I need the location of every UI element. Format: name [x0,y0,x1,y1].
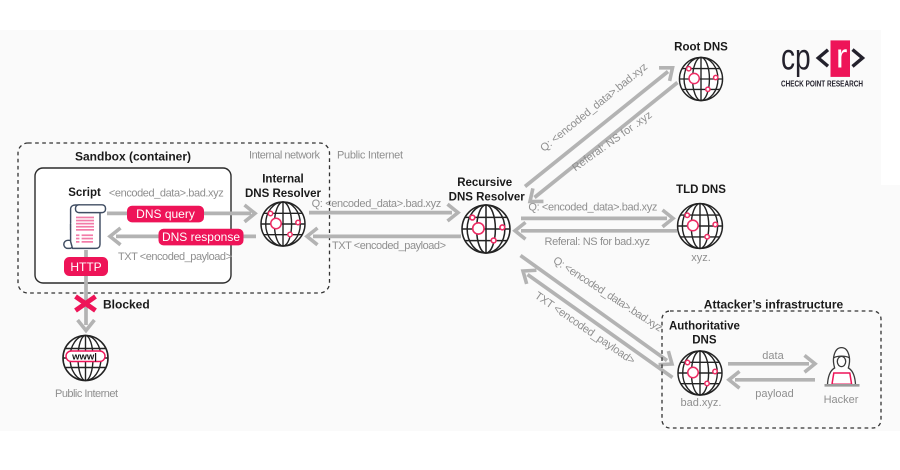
svg-text:www|: www| [71,352,97,363]
svg-text:TXT <encoded_payload>: TXT <encoded_payload> [118,251,232,263]
svg-text:TLD DNS: TLD DNS [676,184,726,196]
svg-text:Public Internet: Public Internet [337,150,403,162]
svg-text:payload: payload [755,388,794,400]
svg-text:r: r [836,38,847,76]
svg-text:Sandbox (container): Sandbox (container) [75,150,191,164]
svg-text:DNS Resolver: DNS Resolver [449,191,526,203]
svg-text:Blocked: Blocked [103,298,150,312]
svg-text:Attacker’s infrastructure: Attacker’s infrastructure [704,297,844,311]
svg-text:bad.xyz.: bad.xyz. [681,397,722,409]
svg-text:Internal: Internal [262,173,304,185]
svg-text:CHECK POINT RESEARCH: CHECK POINT RESEARCH [781,80,863,89]
svg-text:data: data [762,350,784,362]
svg-text:TXT <encoded_payload>: TXT <encoded_payload> [332,240,446,252]
svg-text:DNS: DNS [692,335,717,347]
svg-text:cp: cp [781,36,811,78]
svg-text:Script: Script [68,187,101,199]
svg-text:DNS Resolver: DNS Resolver [245,188,322,200]
svg-text:HTTP: HTTP [70,260,101,274]
svg-text:xyz.: xyz. [691,252,711,264]
svg-text:Internal network: Internal network [249,150,321,162]
svg-text:DNS query: DNS query [136,207,195,221]
svg-text:Hacker: Hacker [824,394,859,406]
svg-text:Root DNS: Root DNS [674,42,728,54]
svg-text:Authoritative: Authoritative [669,321,740,333]
svg-text:Q: <encoded_data>.bad.xyz: Q: <encoded_data>.bad.xyz [528,202,657,214]
svg-text:DNS response: DNS response [162,230,240,244]
svg-text:<encoded_data>.bad.xyz: <encoded_data>.bad.xyz [109,187,224,199]
svg-text:Q: <encoded_data>.bad.xyz: Q: <encoded_data>.bad.xyz [312,198,442,210]
svg-text:Recursive: Recursive [457,177,512,189]
svg-text:Public Internet: Public Internet [55,388,118,400]
svg-text:Referal: NS for bad.xyz: Referal: NS for bad.xyz [545,236,651,248]
